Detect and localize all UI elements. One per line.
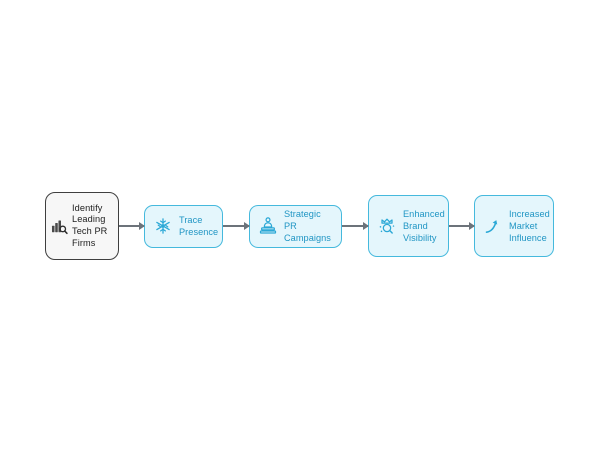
flow-node-label: Trace Presence xyxy=(179,214,219,237)
flow-node-label: Increased Market Influence xyxy=(509,208,550,244)
network-snowflake-icon xyxy=(153,216,173,236)
arrowhead-icon xyxy=(244,222,250,230)
connector-arrow-3 xyxy=(342,221,369,231)
connector-line xyxy=(342,225,368,227)
flow-node-trace-presence[interactable]: Trace Presence xyxy=(144,204,223,248)
connector-line xyxy=(223,225,249,227)
connector-line xyxy=(449,225,474,227)
flow-node-increased-market-influence[interactable]: Increased Market Influence xyxy=(474,195,554,257)
connector-line xyxy=(119,225,144,227)
arrowhead-icon xyxy=(363,222,369,230)
connector-arrow-4 xyxy=(449,221,475,231)
flow-node-enhanced-brand-visibility[interactable]: Enhanced Brand Visibility xyxy=(368,195,449,257)
arrowhead-icon xyxy=(469,222,475,230)
flow-node-strategic-pr-campaigns[interactable]: Strategic PR Campaigns xyxy=(249,204,342,248)
connector-arrow-2 xyxy=(223,221,250,231)
crown-sparkle-icon xyxy=(377,216,397,236)
flow-node-label: Strategic PR Campaigns xyxy=(284,208,331,244)
growth-arrow-icon xyxy=(483,216,503,236)
flow-node-identify-leading-tech-pr-firms[interactable]: Identify Leading Tech PR Firms xyxy=(45,192,119,260)
flow-node-label: Enhanced Brand Visibility xyxy=(403,208,445,244)
flow-node-label: Identify Leading Tech PR Firms xyxy=(72,202,108,248)
flowchart-sequence: Identify Leading Tech PR Firms xyxy=(0,186,600,266)
connector-arrow-1 xyxy=(119,221,145,231)
arrowhead-icon xyxy=(139,222,145,230)
presenter-podium-icon xyxy=(258,216,278,236)
bar-chart-magnifier-icon xyxy=(50,217,69,236)
